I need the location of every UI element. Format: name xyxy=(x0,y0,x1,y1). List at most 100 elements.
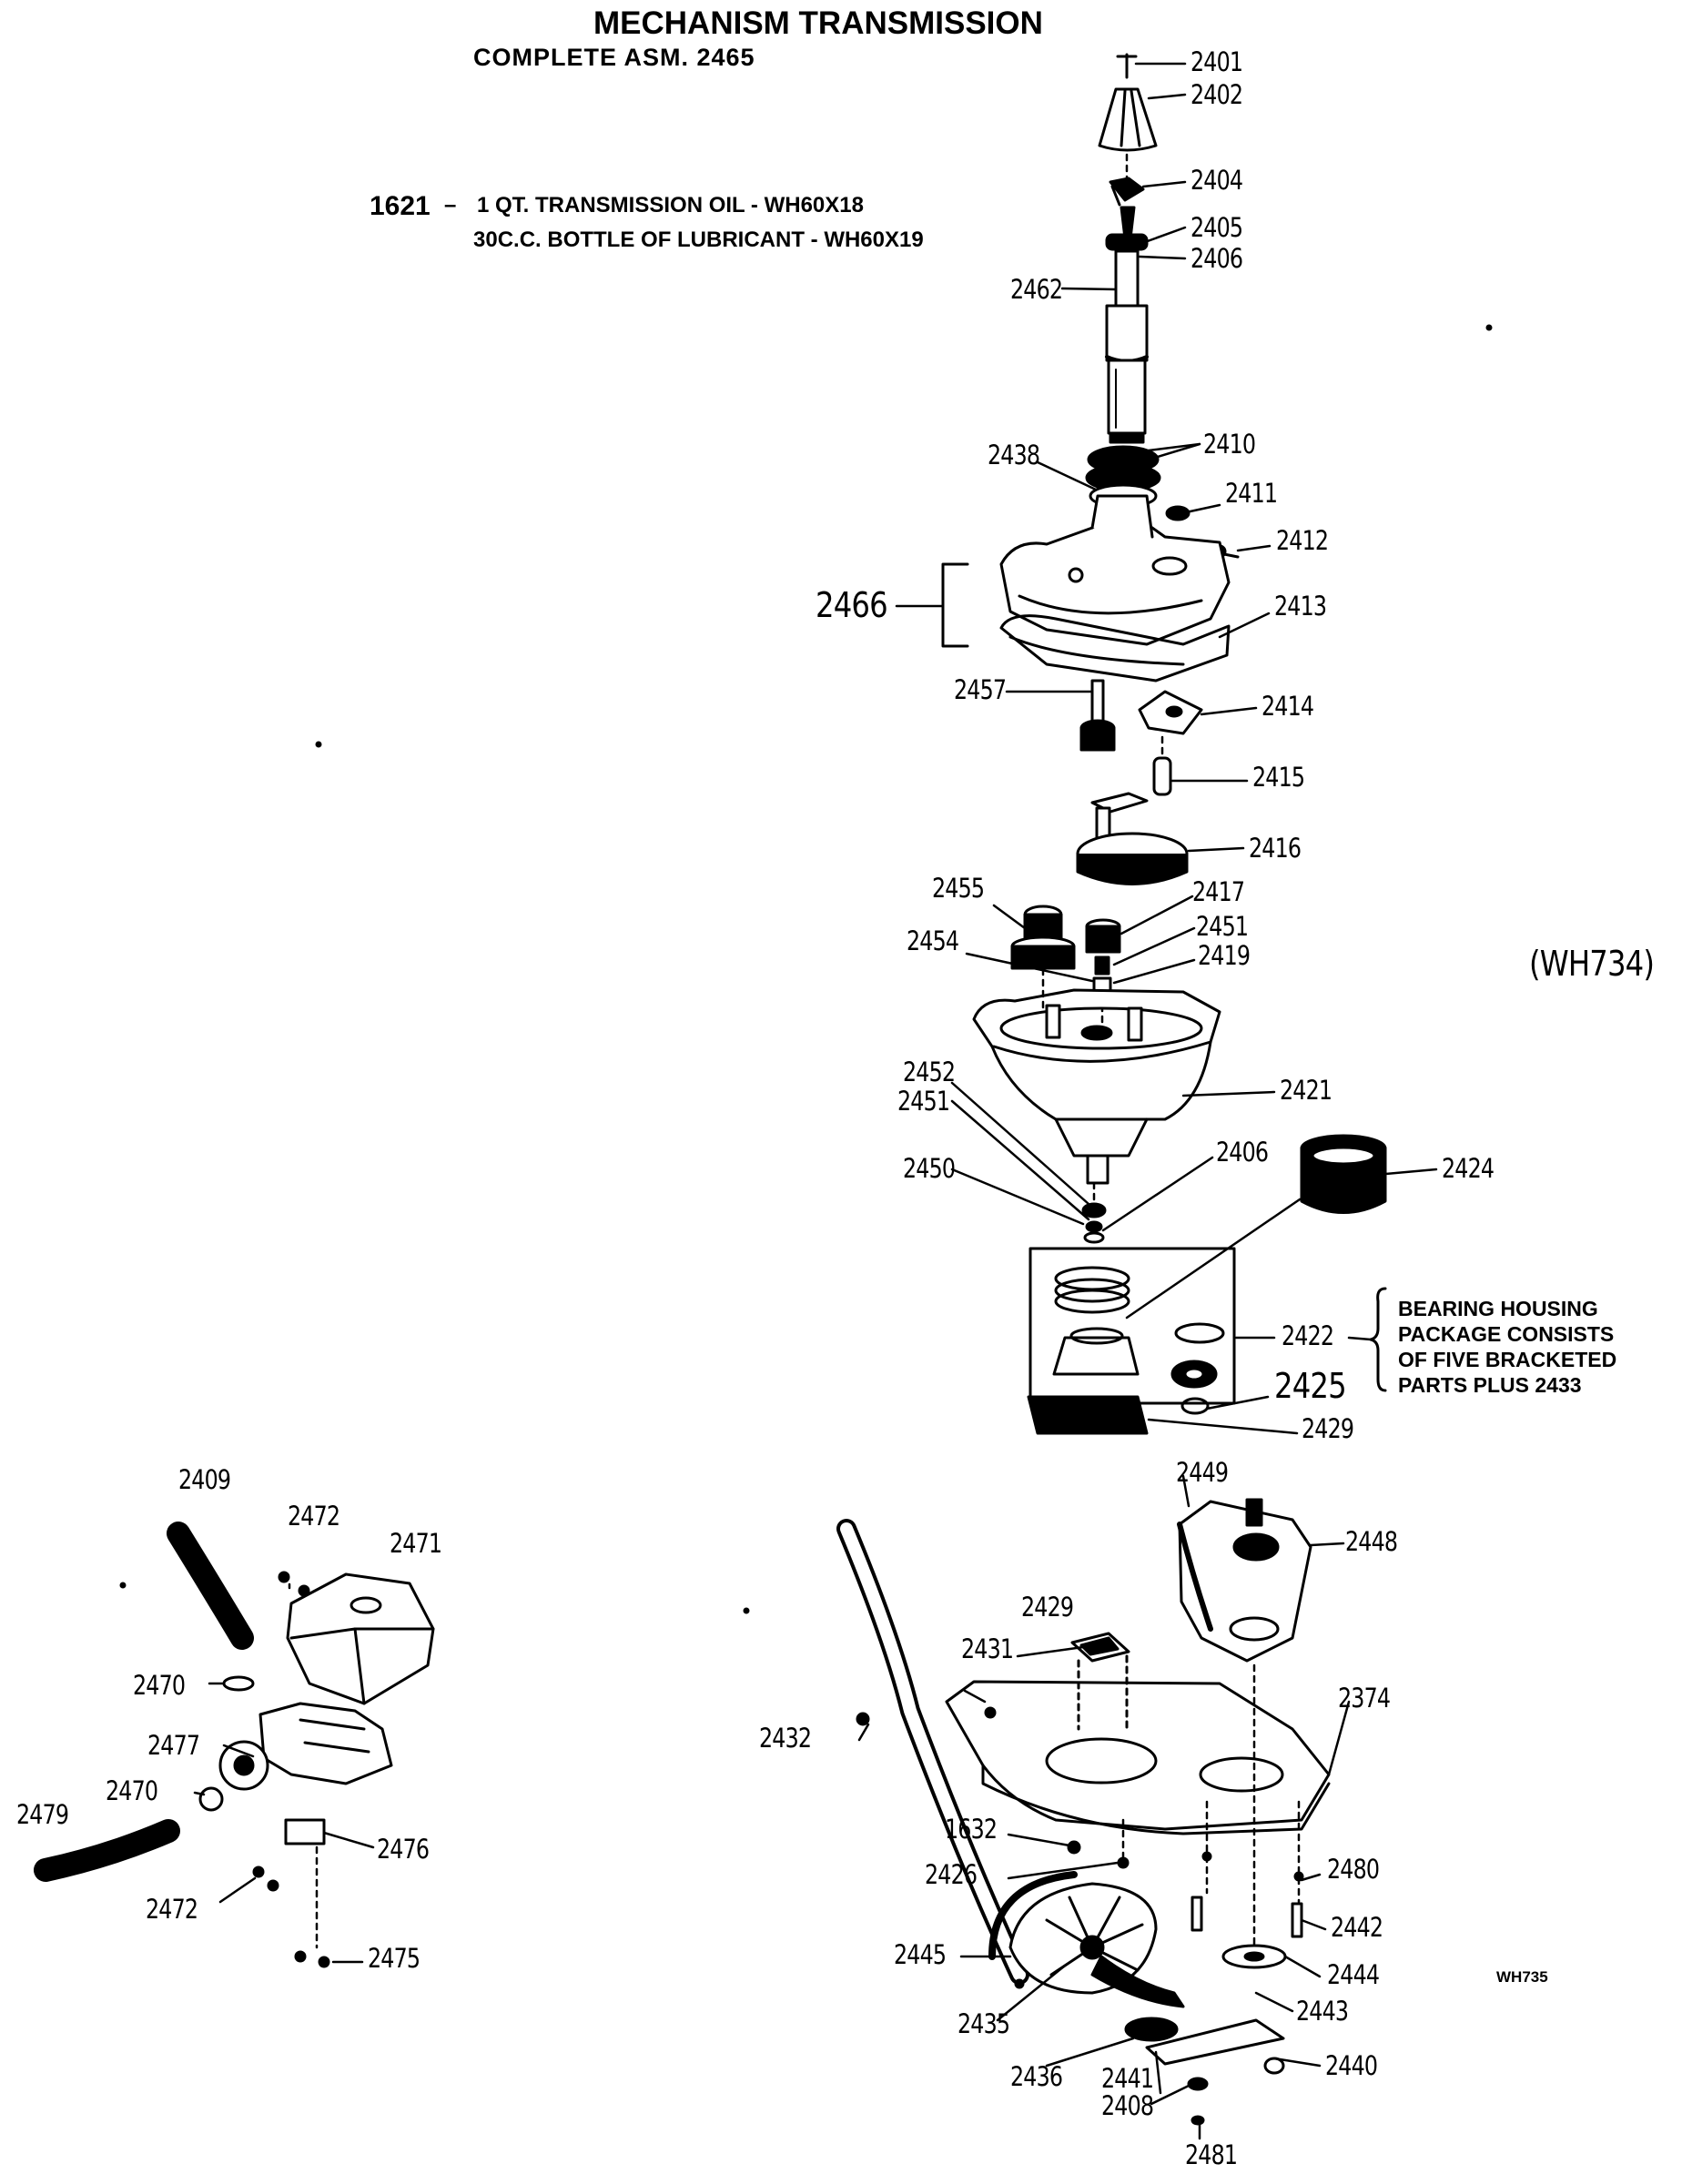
part-label-2404: 2404 xyxy=(1191,165,1243,196)
part-label-2424: 2424 xyxy=(1442,1153,1495,1184)
part-2435-belt-arm xyxy=(1090,1955,1185,2008)
part-label-2471: 2471 xyxy=(390,1528,442,1559)
part-label-2481: 2481 xyxy=(1185,2139,1238,2170)
part-label-2421: 2421 xyxy=(1280,1075,1332,1106)
part-2429-spacer xyxy=(1070,1632,1130,1731)
note-line-2: 30C.C. BOTTLE OF LUBRICANT - WH60X19 xyxy=(473,228,924,252)
part-label-2415: 2415 xyxy=(1252,762,1305,793)
part-label-2457: 2457 xyxy=(954,674,1007,705)
part-2442-spacer xyxy=(1191,1896,1303,1938)
leader-lines-drive xyxy=(857,1474,1351,2140)
leader-lines-upper xyxy=(895,62,1438,1435)
part-2408-nut xyxy=(1187,2077,1209,2126)
bracket-note-line-1: BEARING HOUSING xyxy=(1398,1297,1598,1320)
part-2416-gear xyxy=(1076,792,1189,885)
bracket-note-line-4: PARTS PLUS 2433 xyxy=(1398,1373,1582,1397)
part-2404-clip xyxy=(1109,177,1145,207)
part-label-2454: 2454 xyxy=(907,925,959,956)
part-label-2374: 2374 xyxy=(1338,1683,1391,1714)
part-label-2405: 2405 xyxy=(1191,212,1243,243)
part-cabinet-rail xyxy=(836,1519,1029,1985)
part-label-2426: 2426 xyxy=(925,1859,978,1890)
part-label-2448: 2448 xyxy=(1345,1526,1398,1557)
part-2401-screw xyxy=(1116,53,1138,79)
bracket-note-brace xyxy=(1369,1287,1387,1392)
part-label-2402: 2402 xyxy=(1191,79,1243,110)
part-2424-sleeve xyxy=(1300,1134,1387,1214)
part-2409-hose xyxy=(167,1522,254,1650)
part-2455-gear xyxy=(1010,905,1076,970)
part-label-2443: 2443 xyxy=(1296,1996,1349,2027)
part-label-2406-upper: 2406 xyxy=(1191,243,1243,274)
note-line-1: 1 QT. TRANSMISSION OIL - WH60X18 xyxy=(477,193,864,217)
part-2476-bracket xyxy=(284,1818,326,1845)
part-label-2442: 2442 xyxy=(1331,1912,1383,1943)
part-label-2475: 2475 xyxy=(368,1943,420,1974)
part-2413-gasket xyxy=(999,614,1231,682)
part-label-2451-upper: 2451 xyxy=(1196,911,1249,942)
part-label-2472-lower: 2472 xyxy=(146,1894,198,1925)
part-2445-pulley xyxy=(988,1871,1158,1995)
part-label-2417: 2417 xyxy=(1192,876,1245,907)
part-2466-cover xyxy=(999,494,1231,646)
assembly-subtitle: COMPLETE ASM. 2465 xyxy=(473,44,755,71)
corner-code: WH735 xyxy=(1496,1968,1548,1986)
part-label-2436: 2436 xyxy=(1010,2061,1063,2092)
part-2374-platform xyxy=(945,1680,1331,1835)
part-label-2401: 2401 xyxy=(1191,46,1243,77)
part-2475-screws xyxy=(294,1950,330,1968)
bracket-note-line-2: PACKAGE CONSISTS xyxy=(1398,1322,1615,1346)
note-number: 1621 xyxy=(370,191,431,221)
part-label-2435: 2435 xyxy=(958,2008,1010,2039)
part-label-2429-lower: 2429 xyxy=(1021,1592,1074,1623)
part-label-2472-upper: 2472 xyxy=(288,1501,340,1532)
part-2477-pump xyxy=(218,1702,393,1791)
part-label-2441: 2441 xyxy=(1101,2063,1154,2094)
part-label-2470-lower: 2470 xyxy=(106,1775,158,1806)
part-label-2431: 2431 xyxy=(961,1633,1014,1664)
part-label-2414: 2414 xyxy=(1262,691,1314,722)
part-2441-pulley xyxy=(1124,2017,1179,2042)
part-2462-shaft xyxy=(1105,206,1149,444)
bracket-note-line-3: OF FIVE BRACKETED xyxy=(1398,1348,1617,1371)
part-2422-bearing-housing-package xyxy=(1027,1247,1236,1435)
part-2472-screws xyxy=(252,1571,310,1892)
part-2444-pulley xyxy=(1221,1944,1287,1969)
part-label-2422: 2422 xyxy=(1282,1320,1334,1351)
part-label-2479: 2479 xyxy=(16,1799,69,1830)
part-label-2432: 2432 xyxy=(759,1723,812,1754)
part-label-2425: 2425 xyxy=(1274,1366,1347,1406)
diagram-title: MECHANISM TRANSMISSION xyxy=(593,5,1043,41)
part-label-2438: 2438 xyxy=(988,440,1040,470)
part-label-2476: 2476 xyxy=(377,1834,430,1865)
part-2402-cap xyxy=(1098,87,1158,152)
note-dash: – xyxy=(444,193,457,217)
part-2421-housing xyxy=(972,988,1221,1185)
part-label-2470-upper: 2470 xyxy=(133,1670,186,1701)
figure-code: (WH734) xyxy=(1529,944,1655,984)
part-label-2416: 2416 xyxy=(1249,833,1302,864)
part-label-2440: 2440 xyxy=(1325,2050,1378,2081)
part-label-2450: 2450 xyxy=(903,1153,956,1184)
part-label-2411: 2411 xyxy=(1225,478,1278,509)
part-label-2445: 2445 xyxy=(894,1939,947,1970)
part-label-2406-lower: 2406 xyxy=(1216,1137,1269,1168)
part-label-2419: 2419 xyxy=(1198,940,1251,971)
part-label-2408: 2408 xyxy=(1101,2090,1154,2121)
part-label-2410: 2410 xyxy=(1203,429,1256,460)
part-2415-pin xyxy=(1152,756,1172,796)
part-label-2444: 2444 xyxy=(1327,1959,1380,1990)
part-2479-hose xyxy=(34,1819,180,1882)
leader-lines-pump xyxy=(193,1582,375,1964)
part-2471-cover xyxy=(286,1572,435,1705)
part-label-2477: 2477 xyxy=(147,1730,200,1761)
part-label-2455: 2455 xyxy=(932,873,985,904)
part-label-2451-lower: 2451 xyxy=(897,1086,950,1117)
part-label-2466: 2466 xyxy=(816,585,888,625)
part-2448-motor xyxy=(1177,1498,1312,1663)
part-label-1632: 1632 xyxy=(945,1814,998,1845)
part-label-2449: 2449 xyxy=(1176,1457,1229,1488)
bracket-2466 xyxy=(941,562,969,648)
part-label-2480: 2480 xyxy=(1327,1854,1380,1885)
